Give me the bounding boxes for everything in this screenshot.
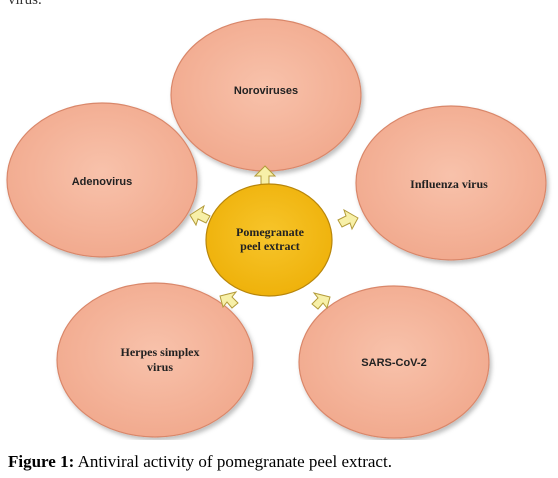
node-influenza: Influenza virus: [355, 105, 547, 261]
center-label-line2: peel extract: [240, 239, 300, 253]
antiviral-diagram: Noroviruses Influenza virus SARS-CoV-2 H…: [6, 18, 547, 439]
preceding-text-fragment: virus.: [8, 0, 42, 8]
node-label-adenovirus: Adenovirus: [72, 176, 133, 188]
node-adenovirus: Adenovirus: [6, 102, 198, 258]
figure-caption-text: Antiviral activity of pomegranate peel e…: [74, 452, 392, 471]
node-noroviruses: Noroviruses: [170, 18, 362, 172]
node-sars-cov-2: SARS-CoV-2: [298, 285, 490, 439]
arrow-to-influenza: [337, 208, 359, 231]
node-label-influenza: Influenza virus: [410, 177, 488, 191]
figure-number: Figure 1:: [8, 452, 75, 471]
figure-caption: Figure 1: Antiviral activity of pomegran…: [8, 452, 392, 472]
node-label-herpes-line1: Herpes simplex: [121, 345, 200, 359]
node-label-noroviruses: Noroviruses: [234, 85, 298, 97]
node-herpes-simplex: Herpes simplex virus: [56, 282, 254, 438]
arrow-to-adenovirus: [189, 204, 211, 227]
node-label-herpes-line2: virus: [147, 360, 173, 374]
arrow-to-sars-cov-2: [311, 292, 331, 310]
arrow-to-herpes: [219, 291, 239, 309]
center-node: Pomegranate peel extract: [205, 183, 333, 297]
node-label-sars-cov-2: SARS-CoV-2: [361, 357, 426, 369]
center-label-line1: Pomegranate: [236, 225, 305, 239]
